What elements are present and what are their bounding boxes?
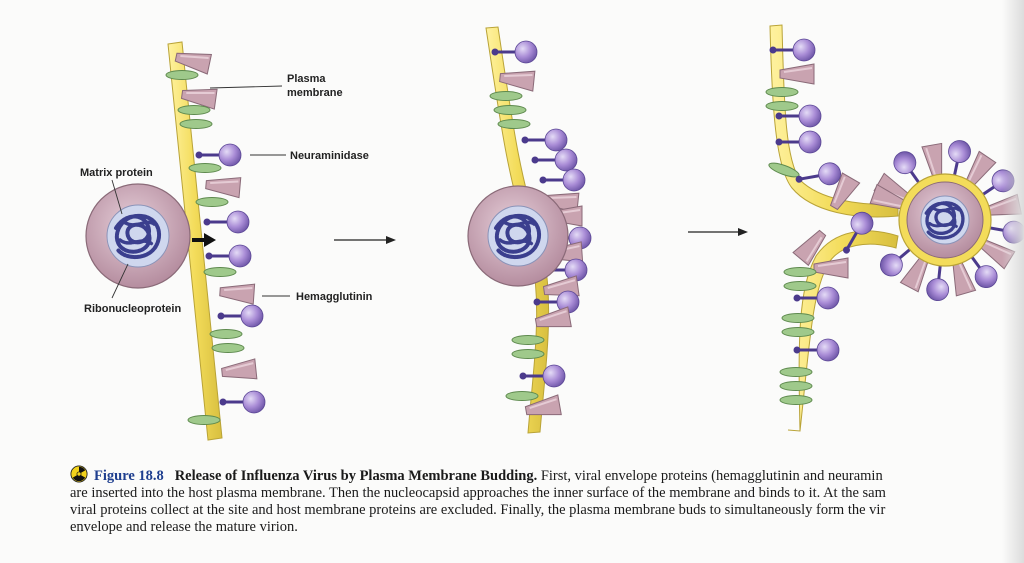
figure-caption: Figure 18.8 Release of Influenza Virus b… [70,465,1024,536]
approach-arrow [192,233,216,247]
figure-title: Release of Influenza Virus by Plasma Mem… [174,468,538,484]
caption-line-1: Figure 18.8 Release of Influenza Virus b… [70,465,1024,485]
label-ribonucleoprotein: Ribonucleoprotein [84,303,181,315]
label-neuraminidase: Neuraminidase [290,150,369,162]
caption-line-4: envelope and release the mature virion. [70,519,298,535]
step-arrow-2 [688,228,748,236]
page-edge-shadow [1002,0,1024,563]
caption-text-1: First, viral envelope proteins (hemagglu… [540,468,883,484]
label-hemagglutinin: Hemagglutinin [296,291,373,303]
panel-membrane-approach: Plasma membrane Neuraminidase Matrix pro… [80,41,373,441]
cd-rom-radiation-icon [70,465,88,483]
panel-binding [467,26,593,434]
label-membrane: membrane [287,87,343,99]
step-arrow-1 [334,236,396,244]
nucleocapsid-1 [85,183,191,289]
membrane-proteins-3 [765,37,879,405]
label-matrix-protein: Matrix protein [80,167,153,179]
caption-line-3: viral proteins collect at the site and h… [70,502,886,518]
budding-diagram: Plasma membrane Neuraminidase Matrix pro… [80,24,1024,441]
panel-budding [765,24,1024,432]
nucleocapsid-2 [467,185,569,287]
budding-virion [869,136,1024,304]
caption-line-2: are inserted into the host plasma membra… [70,485,886,501]
label-plasma: Plasma [287,73,326,85]
figure-number: Figure 18.8 [94,468,164,484]
